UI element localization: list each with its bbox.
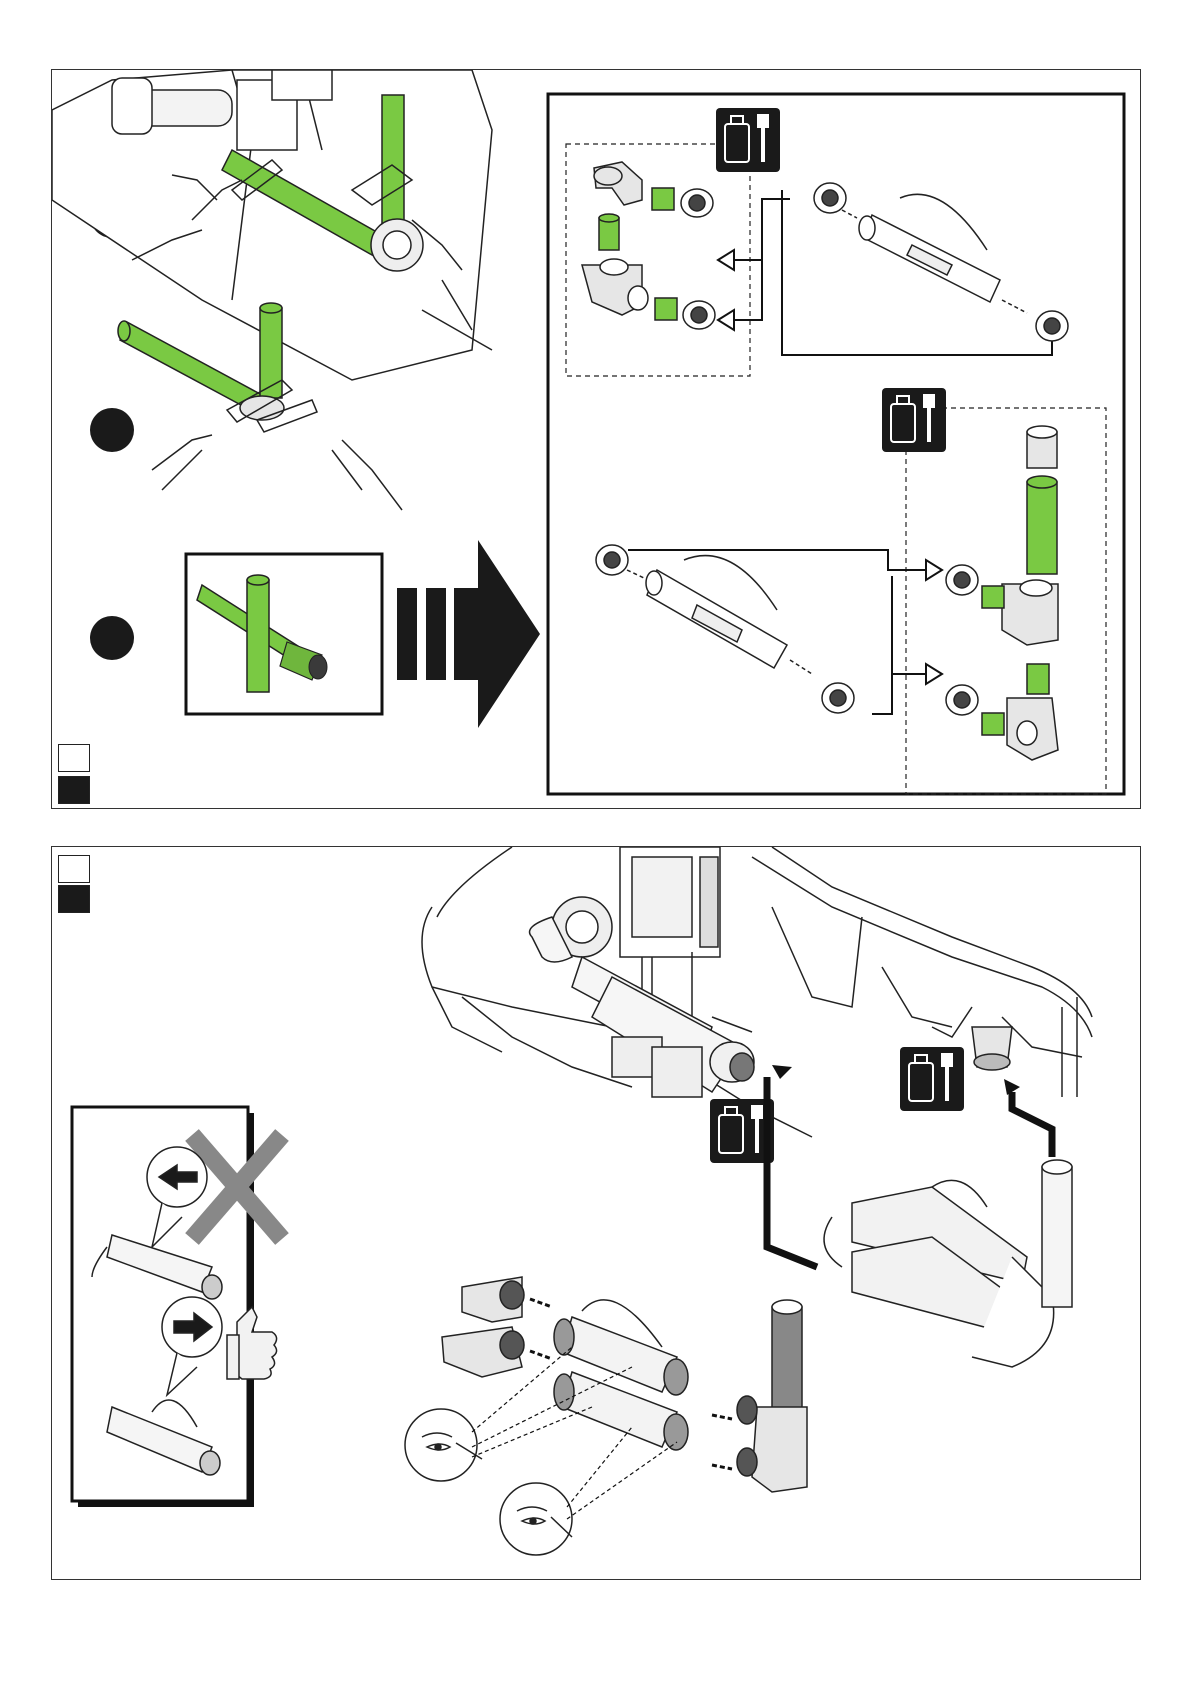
arrow-head-1 xyxy=(772,1065,792,1079)
glue-can-brush-icon xyxy=(716,108,780,172)
eye-inspect-icon xyxy=(500,1483,572,1555)
bottom-instruction-panel xyxy=(51,846,1141,1580)
eye-inspect-icon xyxy=(405,1409,482,1481)
step-3-illustration xyxy=(186,554,382,714)
outlet-fitting xyxy=(972,1027,1012,1070)
glue-can-brush-icon xyxy=(882,388,946,452)
right-arrow-icon xyxy=(397,540,540,728)
top-panel-illustration xyxy=(52,70,1142,810)
top-instruction-panel xyxy=(51,69,1141,809)
bottom-panel-illustration xyxy=(52,847,1142,1581)
dual-heater-assembly xyxy=(824,1160,1072,1367)
glue-can-brush-icon xyxy=(900,1047,964,1111)
lower-assembly xyxy=(442,1277,807,1492)
spa-shell-illustration xyxy=(422,847,1092,1137)
